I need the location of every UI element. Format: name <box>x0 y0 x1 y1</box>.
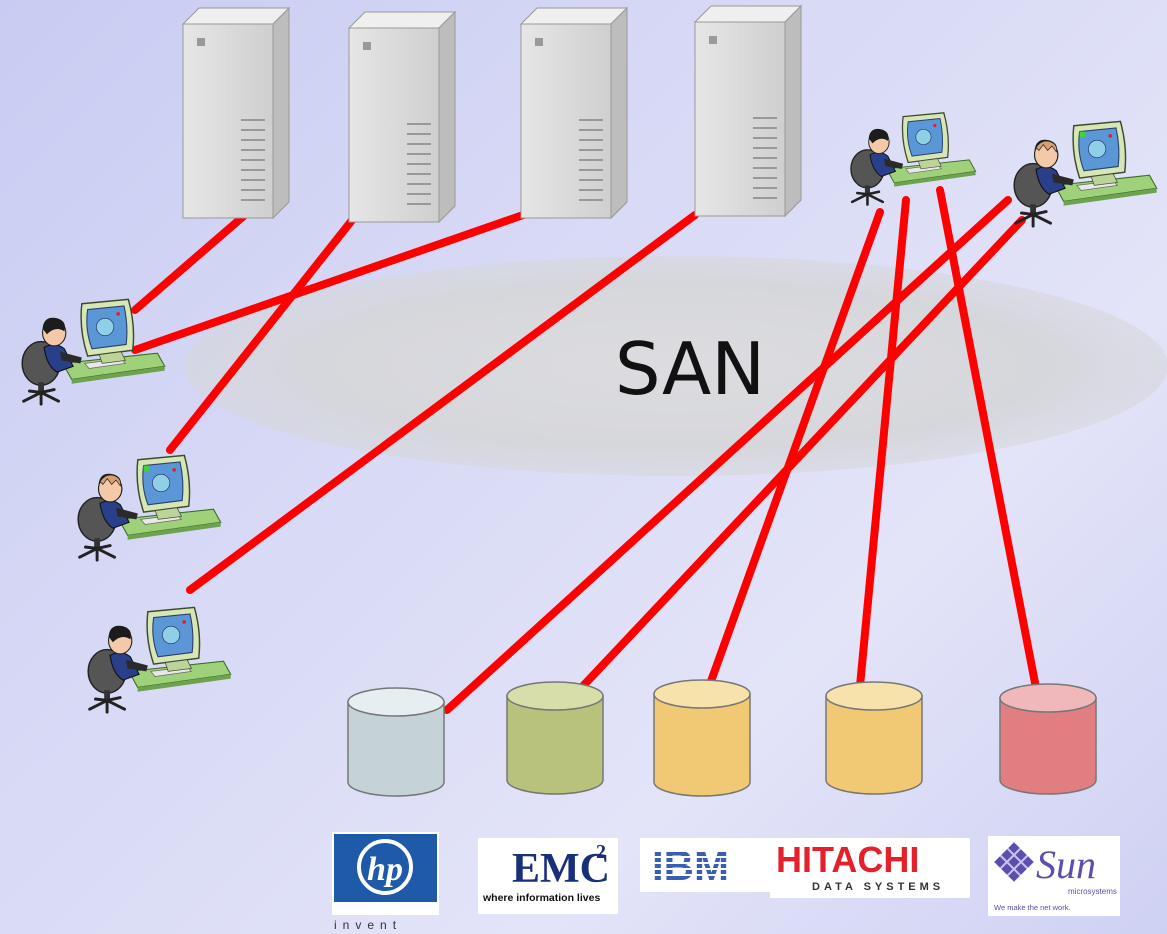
hp-logo: hp invent <box>332 832 439 932</box>
storage-ibm-icon <box>653 679 751 797</box>
sun-name: Sun <box>1036 842 1096 887</box>
emc-logo: EMC 2 where information lives <box>478 838 618 914</box>
server-4 <box>693 4 803 218</box>
link-ws5-storage2 <box>579 216 1026 690</box>
workstation-right-1-icon <box>849 111 978 207</box>
workstation-left-2-icon <box>78 455 221 560</box>
link-server3-ws1 <box>131 186 599 354</box>
workstation-left-3-icon <box>86 605 233 714</box>
emc-sup: 2 <box>596 841 606 863</box>
sun-diamond-icon <box>994 842 1034 882</box>
connection-lines <box>131 186 1040 714</box>
ibm-logo: IBM <box>640 838 770 892</box>
workstation-left-1-icon <box>20 297 167 406</box>
storage-emc-icon <box>506 681 604 795</box>
link-ws5-storage1 <box>443 196 1012 714</box>
hitachi-tagline: DATA SYSTEMS <box>812 881 944 893</box>
san-cloud <box>184 256 1167 476</box>
server-1 <box>181 6 291 220</box>
emc-tagline: where information lives <box>482 892 600 904</box>
sun-sub: microsystems <box>1068 887 1117 896</box>
hp-tagline: invent <box>334 918 402 932</box>
storage-hitachi-icon <box>825 681 923 795</box>
hitachi-name: HITACHI <box>776 839 919 880</box>
server-2 <box>347 10 457 224</box>
ibm-name: IBM <box>652 842 729 889</box>
san-label: SAN <box>615 327 765 411</box>
link-server4-ws3 <box>186 211 699 594</box>
link-ws4-storage4 <box>856 196 910 690</box>
server-3 <box>519 6 629 220</box>
hitachi-logo: HITACHI DATA SYSTEMS <box>770 838 970 898</box>
link-server2-ws2 <box>166 191 376 454</box>
sun-logo: Sun microsystems We make the net work. <box>988 836 1120 916</box>
hp-mark: hp <box>367 851 403 888</box>
storage-sun-icon <box>999 683 1097 795</box>
emc-name: EMC <box>512 846 610 892</box>
sun-tagline: We make the net work. <box>994 903 1071 912</box>
storage-hp-icon <box>347 687 445 797</box>
link-ws4-storage3 <box>706 208 884 688</box>
workstation-right-2-icon <box>1014 121 1157 226</box>
link-ws4-storage5 <box>936 186 1040 692</box>
